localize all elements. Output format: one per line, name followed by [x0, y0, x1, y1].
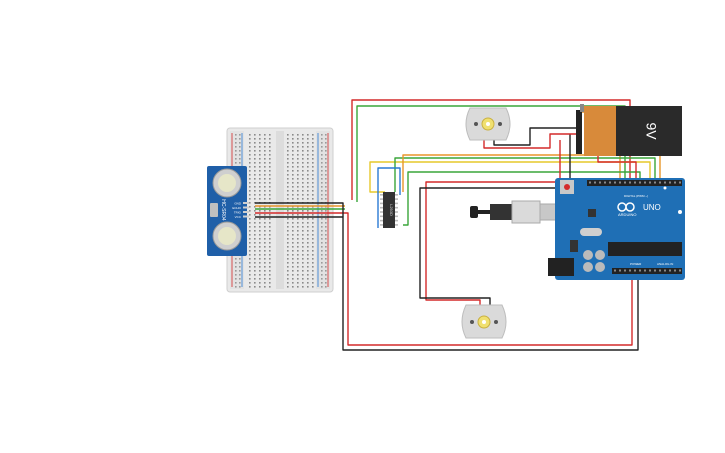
sensor-model-label: HC-SR04: [220, 199, 226, 221]
arduino-analog-label: ANALOG IN: [657, 262, 673, 266]
wire-bb-black2: [255, 202, 344, 217]
battery-9v[interactable]: 9V: [576, 104, 682, 156]
wire-orange-chip: [402, 154, 661, 192]
arduino-uno[interactable]: ARDUINO UNO DIGITAL (PWM ~) POWER ANALOG…: [548, 178, 685, 280]
wire-green-side: [403, 171, 641, 226]
arduino-brand: ARDUINO: [618, 212, 636, 217]
arduino-model: UNO: [643, 203, 661, 212]
wire-yellow-chip: [369, 161, 651, 193]
sensor-pin-trig: TRIG: [234, 211, 242, 215]
battery-label: 9V: [643, 122, 659, 140]
wire-motor1-black: [493, 127, 578, 146]
dc-motor-top[interactable]: [465, 107, 511, 141]
arduino-digital-label: DIGITAL (PWM ~): [624, 194, 648, 198]
wire-bb-black: [255, 216, 639, 351]
wire-motor2-red: [425, 140, 561, 305]
chip-legs: [380, 194, 398, 226]
wire-motor1-red: [483, 133, 578, 149]
dc-motor-bottom[interactable]: [461, 304, 507, 339]
breadboard-holes: [235, 134, 327, 288]
digital-header: [587, 180, 682, 186]
sensor-pin-echo: ECHO: [232, 206, 241, 210]
sensor-pin-gnd: GND: [234, 202, 242, 206]
motor-driver-chip[interactable]: L293D: [380, 192, 398, 228]
chip-label: L293D: [389, 204, 394, 216]
sensor-pin-vcc: VCC: [235, 215, 242, 219]
usb-cable: [470, 200, 561, 224]
wire-bb-red: [255, 212, 633, 346]
wire-green-chip: [394, 157, 656, 192]
wire-blue-chip: [377, 167, 401, 228]
arduino-power-label: POWER: [630, 262, 642, 266]
